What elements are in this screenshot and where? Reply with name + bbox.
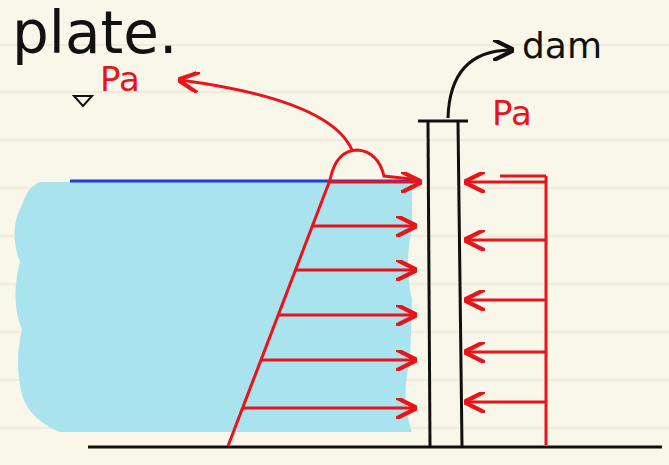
pressure-label: Pa bbox=[492, 96, 532, 130]
ground-line bbox=[88, 446, 662, 449]
pressure-distribution-right bbox=[466, 176, 546, 445]
water-region bbox=[14, 182, 412, 432]
heading-label: plate. bbox=[12, 4, 177, 62]
free-surface-symbol bbox=[74, 96, 92, 106]
dam-wall bbox=[418, 121, 468, 446]
pressure-label: Pa bbox=[100, 62, 140, 96]
part-label: dam bbox=[522, 28, 602, 64]
pressure-distribution-left bbox=[180, 80, 420, 446]
